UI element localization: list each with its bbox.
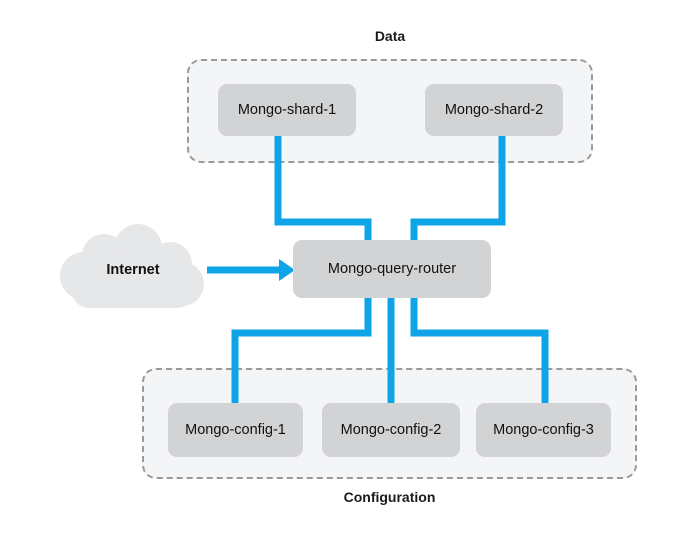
wire-router-to-config3 bbox=[410, 295, 549, 406]
group-label-data: Data bbox=[374, 28, 406, 44]
node-mongo-config-2[interactable]: Mongo-config-2 bbox=[322, 403, 460, 457]
node-label: Mongo-config-1 bbox=[185, 422, 286, 438]
node-label: Mongo-shard-2 bbox=[444, 102, 544, 118]
node-mongo-shard-1[interactable]: Mongo-shard-1 bbox=[218, 84, 356, 136]
cloud-label-internet: Internet bbox=[106, 262, 160, 278]
node-mongo-shard-2[interactable]: Mongo-shard-2 bbox=[425, 84, 563, 136]
node-label: Mongo-shard-1 bbox=[237, 102, 337, 118]
node-label: Mongo-config-2 bbox=[340, 422, 442, 438]
wire-shard2-to-router bbox=[410, 133, 506, 243]
group-label-configuration: Configuration bbox=[343, 489, 436, 505]
wire-router-to-config1 bbox=[231, 295, 372, 406]
node-mongo-config-1[interactable]: Mongo-config-1 bbox=[168, 403, 303, 457]
cloud-icon bbox=[60, 224, 204, 308]
node-label: Mongo-query-router bbox=[327, 261, 457, 277]
arrowhead-icon bbox=[279, 259, 295, 281]
node-mongo-config-3[interactable]: Mongo-config-3 bbox=[476, 403, 611, 457]
node-mongo-query-router[interactable]: Mongo-query-router bbox=[293, 240, 491, 298]
wire-shard1-to-router bbox=[274, 133, 372, 243]
node-label: Mongo-config-3 bbox=[493, 422, 594, 438]
